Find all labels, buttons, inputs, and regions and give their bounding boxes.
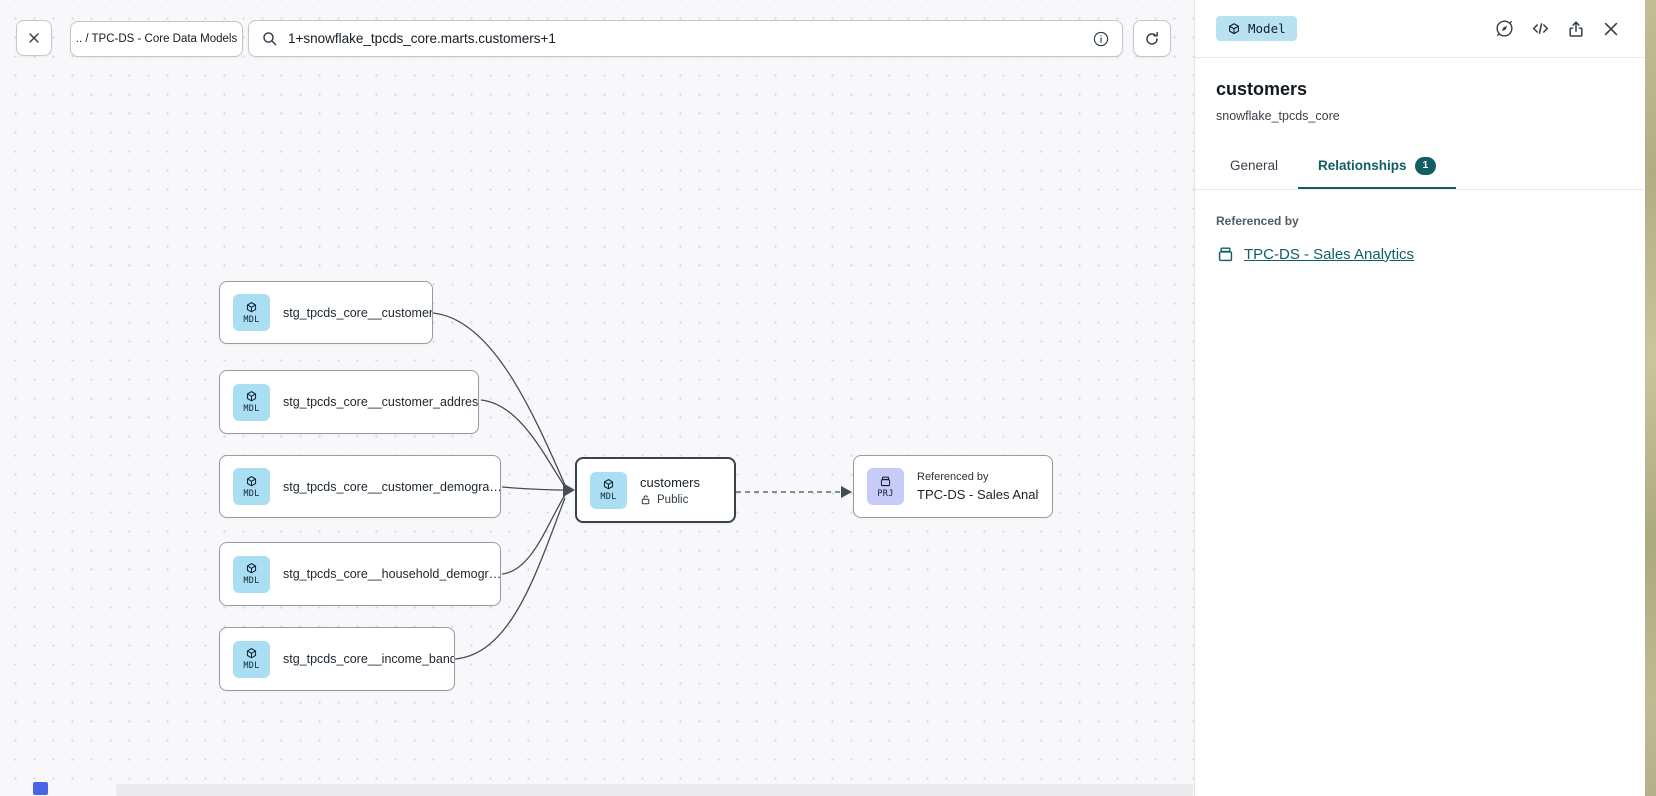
details-panel: Model customers snowflake_tpcds_core xyxy=(1194,0,1645,796)
breadcrumb[interactable]: .. / TPC-DS - Core Data Models xyxy=(70,21,243,57)
referenced-by-title: Referenced by xyxy=(1216,213,1299,228)
node-label: stg_tpcds_core__customer_demogra… xyxy=(283,479,501,494)
node-stg-tpcds-core-customer[interactable]: MDL stg_tpcds_core__customer xyxy=(219,281,433,344)
node-caption: Referenced by xyxy=(917,471,989,483)
badge-label: MDL xyxy=(243,314,260,325)
node-stg-tpcds-core-customer-demographics[interactable]: MDL stg_tpcds_core__customer_demogra… xyxy=(219,455,501,518)
cube-icon xyxy=(245,390,258,403)
project-subtitle: snowflake_tpcds_core xyxy=(1216,109,1340,123)
referenced-project-link[interactable]: TPC-DS - Sales Analytics xyxy=(1244,245,1415,263)
edge-customer-address xyxy=(480,399,566,488)
resource-type-label: Model xyxy=(1248,21,1286,36)
lineage-canvas[interactable]: .. / TPC-DS - Core Data Models MDL stg_t… xyxy=(0,0,1194,796)
node-project-sales-analytics[interactable]: PRJ Referenced by TPC-DS - Sales Analyti… xyxy=(853,455,1053,518)
node-stg-tpcds-core-household-demographics[interactable]: MDL stg_tpcds_core__household_demogr… xyxy=(219,542,501,606)
referenced-by-section: Referenced by TPC-DS - Sales Analytics xyxy=(1195,190,1645,288)
cube-icon xyxy=(245,475,258,488)
node-label: stg_tpcds_core__customer xyxy=(283,305,433,320)
breadcrumb-label: .. / TPC-DS - Core Data Models xyxy=(75,33,238,45)
node-stg-tpcds-core-customer-address[interactable]: MDL stg_tpcds_core__customer_address xyxy=(219,370,479,434)
edge-customer-demographics xyxy=(501,486,566,491)
explore-compass-icon[interactable] xyxy=(1494,18,1515,39)
model-badge: MDL xyxy=(233,468,270,505)
info-icon[interactable] xyxy=(1092,30,1110,48)
node-customers-selected[interactable]: MDL customers Public xyxy=(575,457,736,523)
search-input[interactable] xyxy=(288,31,1082,46)
cube-icon xyxy=(602,478,615,491)
tab-general-label: General xyxy=(1230,158,1279,174)
open-padlock-icon xyxy=(640,494,652,506)
close-icon xyxy=(26,30,42,46)
model-badge: MDL xyxy=(233,383,270,421)
badge-label: PRJ xyxy=(877,488,894,499)
panel-tabs: General Relationships 1 xyxy=(1195,146,1645,190)
tab-relationships-label: Relationships xyxy=(1318,158,1407,174)
model-badge: MDL xyxy=(233,555,270,593)
search-icon xyxy=(261,30,278,47)
lineage-edges xyxy=(432,312,852,660)
page-title: customers xyxy=(1216,79,1308,99)
badge-label: MDL xyxy=(243,576,260,587)
model-badge: MDL xyxy=(233,294,270,331)
code-icon[interactable] xyxy=(1530,18,1551,39)
title-block: customers snowflake_tpcds_core xyxy=(1195,58,1645,123)
node-label: TPC-DS - Sales Analytics xyxy=(917,487,1039,502)
badge-label: MDL xyxy=(243,488,260,499)
node-label: stg_tpcds_core__income_band xyxy=(283,652,455,666)
resource-type-badge: Model xyxy=(1216,16,1297,41)
node-label: stg_tpcds_core__household_demogr… xyxy=(283,567,501,581)
model-badge: MDL xyxy=(233,640,270,678)
lineage-search[interactable] xyxy=(248,20,1123,57)
blue-indicator xyxy=(33,782,48,795)
edge-income-band xyxy=(454,497,566,660)
archive-box-icon xyxy=(1216,245,1235,264)
tab-general[interactable]: General xyxy=(1210,146,1298,189)
node-stg-tpcds-core-income-band[interactable]: MDL stg_tpcds_core__income_band xyxy=(219,627,455,691)
badge-label: MDL xyxy=(243,404,260,415)
badge-label: MDL xyxy=(600,492,617,503)
panel-header: Model xyxy=(1195,0,1645,58)
project-badge: PRJ xyxy=(867,468,904,505)
desktop-wallpaper-edge xyxy=(1645,0,1656,796)
horizontal-scrollbar[interactable] xyxy=(116,784,1193,796)
node-label: stg_tpcds_core__customer_address xyxy=(283,395,479,409)
refresh-icon xyxy=(1143,30,1161,48)
node-label: customers xyxy=(640,474,700,490)
cube-icon xyxy=(1227,22,1241,36)
cube-icon xyxy=(245,301,258,314)
refresh-button[interactable] xyxy=(1133,20,1171,57)
access-label: Public xyxy=(657,493,689,506)
panel-close-icon[interactable] xyxy=(1601,19,1621,39)
share-icon[interactable] xyxy=(1566,19,1586,39)
model-badge: MDL xyxy=(590,471,627,509)
archive-box-icon xyxy=(879,475,892,488)
edge-household-demographics xyxy=(501,494,566,575)
badge-label: MDL xyxy=(243,661,260,672)
edge-customer xyxy=(432,312,566,486)
relationships-count-badge: 1 xyxy=(1414,157,1437,175)
arrowhead-out xyxy=(841,486,852,498)
canvas-close-button[interactable] xyxy=(16,20,52,56)
cube-icon xyxy=(245,562,258,575)
tab-relationships[interactable]: Relationships 1 xyxy=(1298,146,1457,189)
arrowhead-in xyxy=(563,483,575,497)
cube-icon xyxy=(245,647,258,660)
